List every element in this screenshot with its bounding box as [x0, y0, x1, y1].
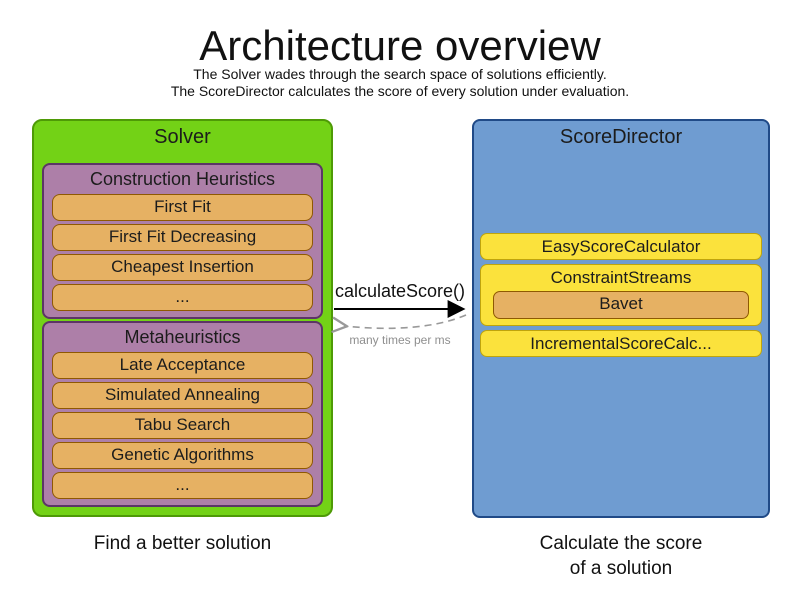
page-title: Architecture overview	[199, 22, 601, 69]
phase-section-label: Metaheuristics	[124, 327, 241, 347]
algorithm-item: Genetic Algorithms	[52, 442, 313, 469]
algorithm-item: Cheapest Insertion	[52, 254, 313, 281]
return-arrow	[344, 314, 467, 328]
solver-box-title: Solver	[154, 126, 211, 148]
algorithm-item: ...	[52, 284, 313, 311]
scoredirector-caption-line-2: of a solution	[569, 558, 673, 579]
scoredirector-caption: Calculate the score of a solution	[472, 531, 770, 581]
solver-caption: Find a better solution	[93, 533, 272, 554]
scoredirector-box-title: ScoreDirector	[559, 126, 683, 148]
calculator-label: ConstraintStreams	[550, 268, 692, 287]
algorithm-item: First Fit	[52, 194, 313, 221]
calculator-item: IncrementalScoreCalc...	[480, 330, 762, 357]
algorithm-item: Simulated Annealing	[52, 382, 313, 409]
calculator-label: IncrementalScoreCalc...	[530, 334, 712, 353]
calculator-label: EasyScoreCalculator	[541, 237, 701, 256]
calculate-score-label: calculateScore()	[335, 281, 465, 301]
phase-section-label: Construction Heuristics	[89, 169, 276, 189]
scoredirector-caption-line-1: Calculate the score	[539, 533, 703, 554]
subtitle-line-1: The Solver wades through the search spac…	[193, 66, 607, 82]
algorithm-item: Tabu Search	[52, 412, 313, 439]
algorithm-item: Late Acceptance	[52, 352, 313, 379]
algorithm-item: ...	[52, 472, 313, 499]
frequency-label: many times per ms	[349, 333, 450, 347]
calculator-implementation-item: Bavet	[493, 291, 749, 319]
calculator-item: EasyScoreCalculator	[480, 233, 762, 260]
algorithm-item: First Fit Decreasing	[52, 224, 313, 251]
subtitle-line-2: The ScoreDirector calculates the score o…	[170, 83, 630, 99]
